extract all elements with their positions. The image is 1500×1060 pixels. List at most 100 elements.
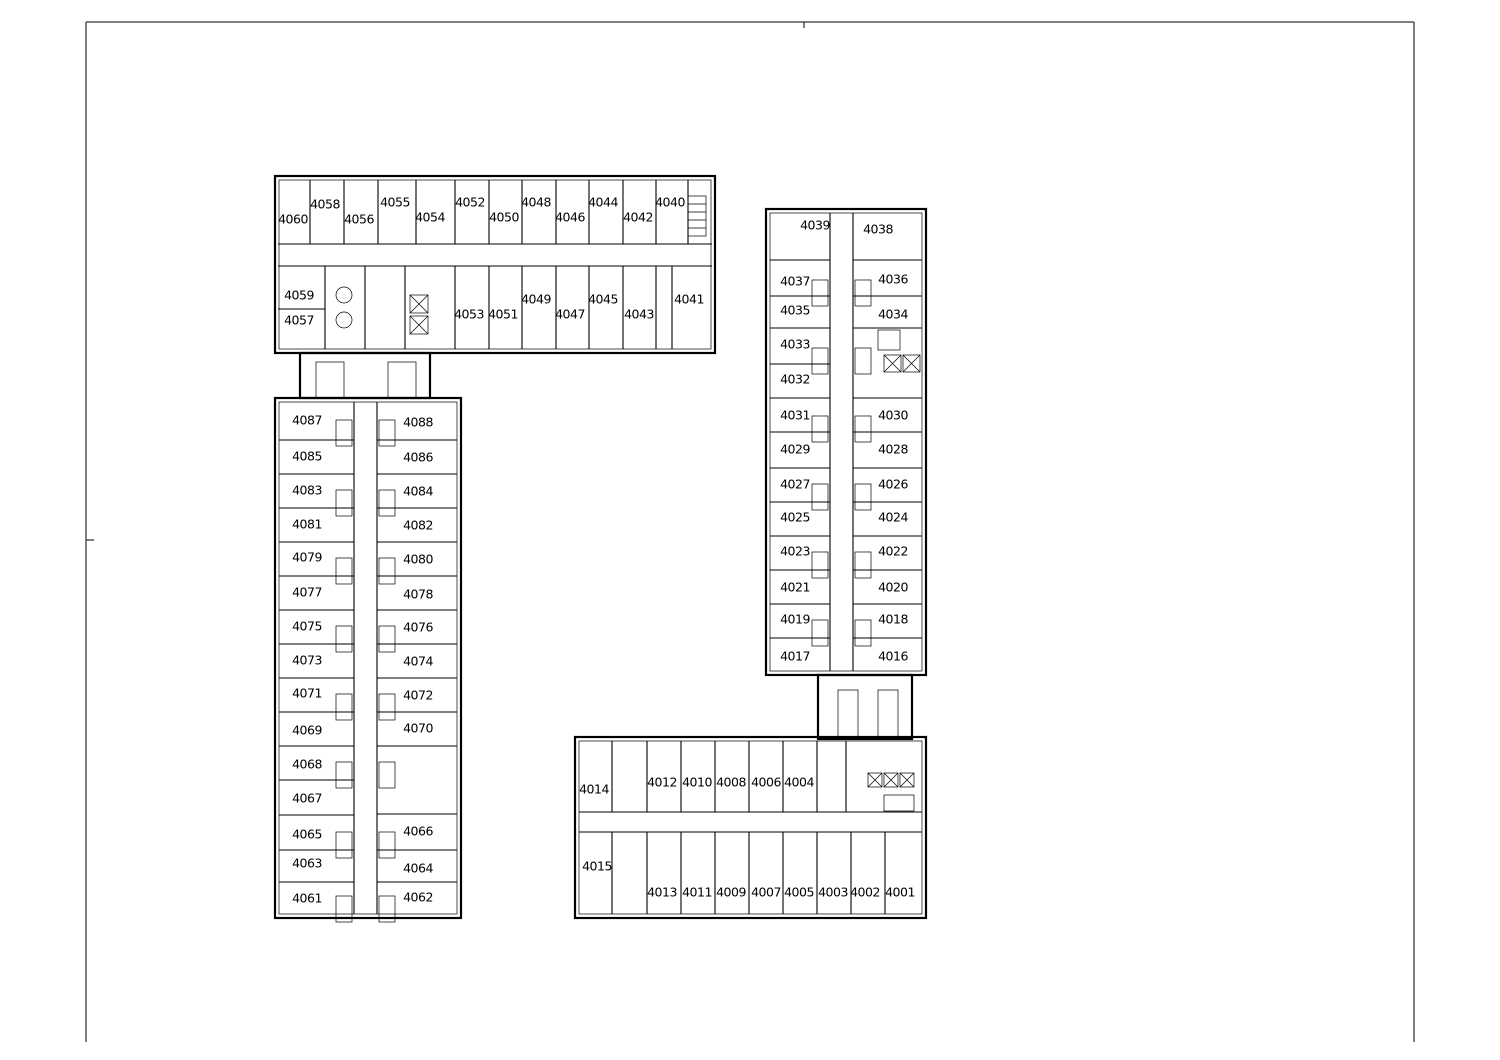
room-label: 4057 [284,313,314,328]
elevator-icon [883,354,921,373]
room-label: 4043 [624,307,654,322]
room-label: 4003 [818,885,848,900]
room-label: 4064 [403,861,433,876]
room-label: 4087 [292,413,322,428]
room-label: 4075 [292,619,322,634]
bathroom-fixture-icon [335,831,353,859]
room-label: 4077 [292,585,322,600]
elevator-icon [409,294,429,335]
room-label: 4010 [682,775,712,790]
room-label: 4002 [850,885,880,900]
room-label: 4031 [780,408,810,423]
bathroom-fixture-icon [335,625,353,653]
bathroom-fixture-icon [335,419,353,447]
room-label: 4048 [521,195,551,210]
room-label: 4028 [878,442,908,457]
room-label: 4052 [455,195,485,210]
room-label: 4088 [403,415,433,430]
room-label: 4033 [780,337,810,352]
room-label: 4062 [403,890,433,905]
room-label: 4039 [800,218,830,233]
bathroom-fixture-icon [378,419,396,447]
room-label: 4022 [878,544,908,559]
room-label: 4026 [878,477,908,492]
room-label: 4069 [292,723,322,738]
bathroom-fixture-icon [854,551,872,579]
bathroom-fixture-icon [378,761,396,789]
room-label: 4054 [415,210,445,225]
room-label: 4006 [751,775,781,790]
bathroom-fixture-icon [811,619,829,647]
room-label: 4058 [310,197,340,212]
room-label: 4038 [863,222,893,237]
room-label: 4014 [579,782,609,797]
room-label: 4063 [292,856,322,871]
bathroom-fixture-icon [854,483,872,511]
room-label: 4032 [780,372,810,387]
bathroom-fixture-icon [378,489,396,517]
west-wing [273,351,463,923]
room-label: 4040 [655,195,685,210]
room-label: 4030 [878,408,908,423]
bathroom-fixture-icon [811,347,829,375]
room-label: 4050 [489,210,519,225]
bathroom-fixture-icon [811,415,829,443]
room-label: 4020 [878,580,908,595]
room-label: 4061 [292,891,322,906]
room-label: 4018 [878,612,908,627]
room-label: 4060 [278,212,308,227]
north-wing [273,174,717,355]
room-label: 4049 [521,292,551,307]
room-label: 4021 [780,580,810,595]
room-label: 4027 [780,477,810,492]
room-label: 4071 [292,686,322,701]
room-label: 4046 [555,210,585,225]
bathroom-fixture-icon [854,347,872,375]
room-label: 4055 [380,195,410,210]
room-label: 4016 [878,649,908,664]
stair-icon [883,794,915,812]
room-label: 4009 [716,885,746,900]
bathroom-fixture-icon [335,761,353,789]
room-label: 4078 [403,587,433,602]
room-label: 4053 [454,307,484,322]
room-label: 4044 [588,195,618,210]
room-label: 4015 [582,859,612,874]
east-wing [764,207,928,741]
bathroom-fixture-icon [335,895,353,923]
room-label: 4067 [292,791,322,806]
room-label: 4013 [647,885,677,900]
room-label: 4084 [403,484,433,499]
room-label: 4072 [403,688,433,703]
room-label: 4068 [292,757,322,772]
room-label: 4005 [784,885,814,900]
bathroom-fixture-icon [854,619,872,647]
room-label: 4065 [292,827,322,842]
room-label: 4085 [292,449,322,464]
bathroom-fixture-icon [378,625,396,653]
room-label: 4059 [284,288,314,303]
room-label: 4080 [403,552,433,567]
bathroom-fixture-icon [335,693,353,721]
bathroom-fixture-icon [854,279,872,307]
room-label: 4025 [780,510,810,525]
room-label: 4001 [885,885,915,900]
room-label: 4012 [647,775,677,790]
room-label: 4045 [588,292,618,307]
room-label: 4066 [403,824,433,839]
room-label: 4083 [292,483,322,498]
bathroom-fixture-icon [811,279,829,307]
room-label: 4011 [682,885,712,900]
room-label: 4007 [751,885,781,900]
room-label: 4019 [780,612,810,627]
room-label: 4017 [780,649,810,664]
bathroom-fixture-icon [378,831,396,859]
room-label: 4029 [780,442,810,457]
room-label: 4041 [674,292,704,307]
bathroom-fixture-icon [378,557,396,585]
stair-icon [687,195,707,237]
bathroom-fixture-icon [811,551,829,579]
room-label: 4004 [784,775,814,790]
stair-icon [877,329,901,351]
